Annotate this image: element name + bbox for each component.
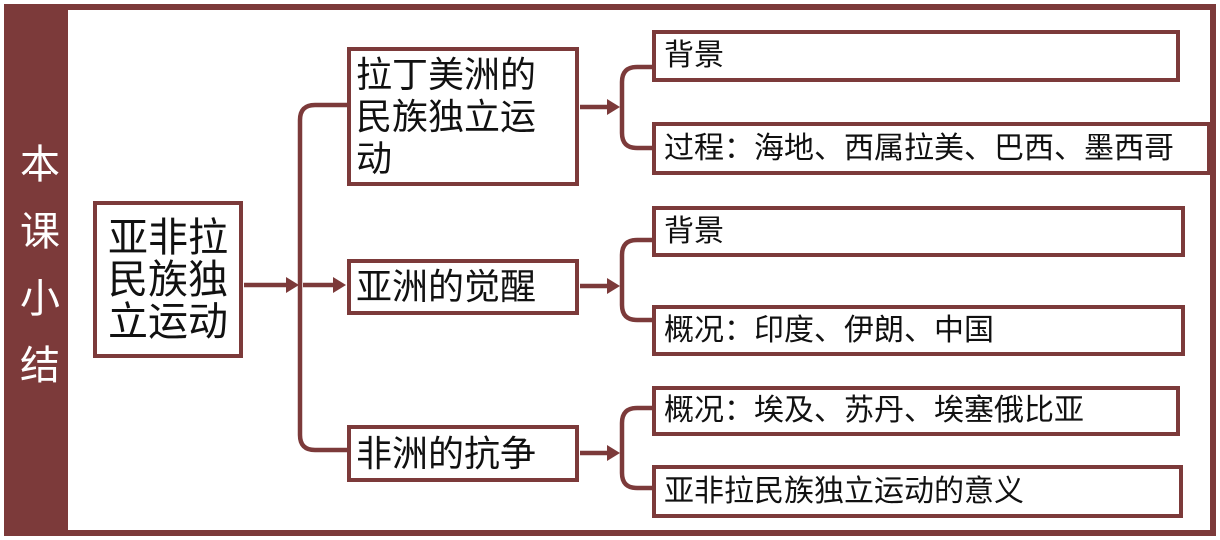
leaf-asia-background: 背景 — [652, 206, 1185, 257]
node-root: 亚非拉 民族独 立运动 — [93, 201, 243, 358]
leaf-asia-background-label: 背景 — [664, 214, 724, 248]
branch-africa: 非洲的抗争 — [347, 425, 579, 482]
arrow-africa-to-bracket — [580, 445, 620, 461]
bracket-latin — [619, 64, 652, 151]
arrow-trunk-to-asia — [303, 277, 346, 293]
leaf-asia-overview: 概况：印度、伊朗、中国 — [652, 305, 1185, 356]
sidebar-title-bar: 本课小结 — [4, 4, 68, 536]
branch-asia: 亚洲的觉醒 — [347, 259, 579, 315]
leaf-africa-overview: 概况：埃及、苏丹、埃塞俄比亚 — [652, 386, 1180, 436]
leaf-latin-background: 背景 — [652, 30, 1180, 82]
node-root-line: 民族独 — [108, 257, 228, 302]
arrow-root-to-trunk — [244, 277, 299, 293]
bracket-asia — [619, 237, 652, 323]
trunk-connector — [297, 102, 347, 453]
branch-latin-line: 动 — [356, 137, 393, 179]
leaf-movement-significance-label: 亚非拉民族独立运动的意义 — [664, 474, 1024, 508]
leaf-asia-overview-label: 概况：印度、伊朗、中国 — [664, 313, 994, 347]
branch-latin-line: 民族独立运 — [356, 95, 537, 137]
leaf-latin-process: 过程：海地、西属拉美、巴西、墨西哥 — [652, 122, 1211, 175]
leaf-latin-process-label: 过程：海地、西属拉美、巴西、墨西哥 — [664, 131, 1174, 165]
arrow-asia-to-bracket — [580, 278, 620, 294]
branch-latin-america: 拉丁美洲的 民族独立运 动 — [347, 47, 579, 186]
page-title: 本课小结 — [14, 143, 58, 411]
node-root-line: 立运动 — [108, 299, 228, 344]
leaf-africa-overview-label: 概况：埃及、苏丹、埃塞俄比亚 — [664, 394, 1084, 427]
arrow-latin-to-bracket — [580, 99, 620, 115]
leaf-latin-background-label: 背景 — [664, 39, 724, 72]
leaf-movement-significance: 亚非拉民族独立运动的意义 — [652, 465, 1183, 518]
branch-latin-line: 拉丁美洲的 — [356, 53, 537, 95]
node-root-line: 亚非拉 — [108, 215, 228, 260]
bracket-africa — [619, 405, 652, 491]
branch-africa-label: 非洲的抗争 — [356, 432, 537, 474]
branch-asia-label: 亚洲的觉醒 — [356, 266, 537, 307]
